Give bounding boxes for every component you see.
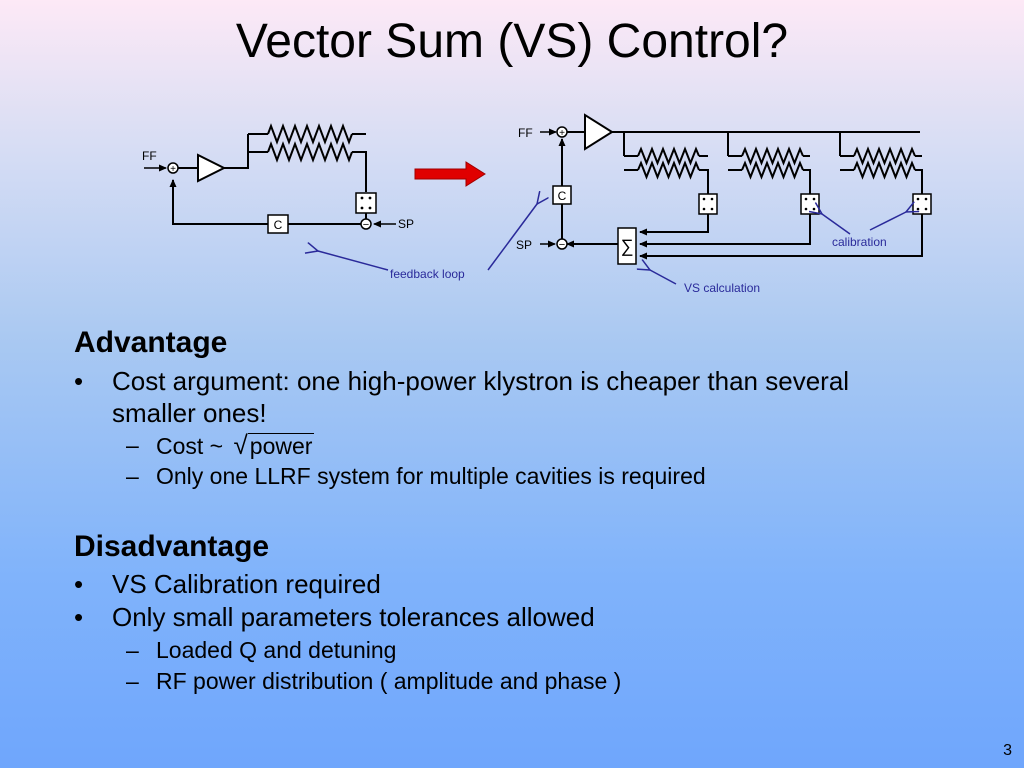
cavity-1-probe-box bbox=[698, 193, 718, 215]
cost-prefix: Cost ~ bbox=[156, 433, 224, 459]
right-plus-sign: + bbox=[559, 128, 565, 139]
vector-sum-symbol: ∑ bbox=[621, 236, 634, 256]
calibration-pointer-left bbox=[822, 214, 851, 235]
cavity-1-coil-top bbox=[637, 146, 700, 166]
advantage-bullet-1-line-2: smaller ones! bbox=[112, 398, 267, 428]
advantage-sub-2-text: Only one LLRF system for multiple caviti… bbox=[156, 463, 706, 489]
cavity-2-probe-box bbox=[800, 193, 820, 215]
disadvantage-sub-2-text: RF power distribution ( amplitude and ph… bbox=[156, 668, 622, 694]
right-controller-label: C bbox=[558, 189, 567, 203]
feedback-loop-pointer-right bbox=[487, 204, 537, 271]
disadvantage-heading: Disadvantage bbox=[74, 530, 270, 563]
cavity-3-coil-top bbox=[853, 146, 916, 166]
feedback-loop-pointer bbox=[318, 251, 389, 271]
left-cavity-coil-top bbox=[267, 123, 353, 145]
page-number: 3 bbox=[1003, 742, 1012, 759]
radical-sign: √ bbox=[233, 430, 248, 460]
right-sp-label: SP bbox=[516, 238, 532, 252]
slide-title: Vector Sum (VS) Control? bbox=[235, 15, 789, 68]
vs-calculation-pointer bbox=[650, 270, 677, 285]
left-sp-label: SP bbox=[398, 217, 414, 231]
right-amplifier bbox=[584, 113, 614, 151]
vs-calculation-label: VS calculation bbox=[684, 281, 760, 295]
advantage-bullet-1-line-1: Cost argument: one high-power klystron i… bbox=[112, 366, 850, 396]
radicand: power bbox=[247, 433, 315, 459]
left-controller-label: C bbox=[274, 218, 283, 232]
transition-arrow bbox=[414, 161, 486, 187]
cavity-2-coil-bottom bbox=[741, 160, 804, 180]
advantage-heading: Advantage bbox=[74, 326, 228, 359]
cavity-3-probe-box bbox=[912, 193, 932, 215]
disadvantage-bullet-2-text: Only small parameters tolerances allowed bbox=[112, 602, 595, 632]
vector-sum-diagram: + − FF SP C feedback loop bbox=[142, 113, 932, 295]
calibration-pointer-right bbox=[869, 212, 906, 231]
left-minus-sign: − bbox=[363, 219, 369, 231]
cavity-2-coil-top bbox=[741, 146, 804, 166]
cavity-3-coil-bottom bbox=[853, 160, 916, 180]
cavity-1-coil-bottom bbox=[637, 160, 700, 180]
sub-dash: – bbox=[126, 432, 139, 458]
disadvantage-bullet-1-text: VS Calibration required bbox=[112, 569, 381, 599]
bullet-dot: • bbox=[74, 366, 84, 396]
right-minus-sign: − bbox=[559, 239, 565, 251]
square-root: √power bbox=[234, 431, 315, 460]
disadvantage-sub-1-text: Loaded Q and detuning bbox=[156, 637, 397, 663]
left-cavity-coil-bottom bbox=[267, 141, 353, 163]
feedback-loop-label: feedback loop bbox=[390, 267, 465, 281]
sub-dash: – bbox=[126, 637, 139, 663]
left-amplifier bbox=[197, 153, 227, 183]
left-ff-label: FF bbox=[142, 149, 157, 163]
bullet-dot: • bbox=[74, 569, 84, 599]
calibration-label: calibration bbox=[832, 235, 887, 249]
sub-dash: – bbox=[126, 668, 139, 694]
left-probe-box bbox=[355, 192, 377, 214]
sub-dash: – bbox=[126, 463, 139, 489]
vector-sum-block bbox=[617, 227, 637, 265]
vector-sum-system bbox=[540, 113, 932, 265]
right-ff-label: FF bbox=[518, 126, 533, 140]
single-cavity-loop bbox=[144, 123, 396, 234]
bullet-dot: • bbox=[74, 602, 84, 632]
left-plus-sign: + bbox=[170, 164, 176, 175]
